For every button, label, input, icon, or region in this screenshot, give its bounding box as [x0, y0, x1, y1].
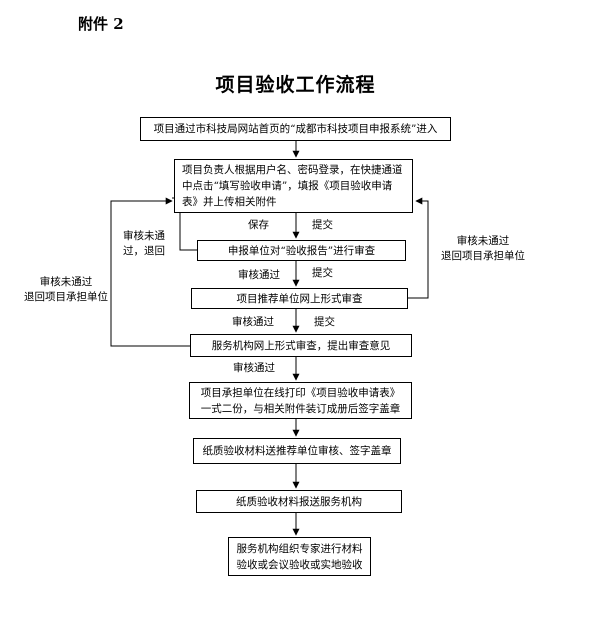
step-expert-acceptance-line2: 验收或会议验收或实地验收	[236, 558, 363, 571]
label-reject-right-line1: 审核未通过	[456, 235, 510, 247]
step-enter-system-text: 项目通过市科技局网站首页的“成都市科技项目申报系统”进入	[153, 123, 438, 135]
step-fill-application-line1: 项目负责人根据用户名、密码登录，在快捷通道	[182, 164, 403, 176]
step-expert-acceptance: 服务机构组织专家进行材料 验收或会议验收或实地验收	[228, 537, 371, 576]
step-recommend-unit-review-text: 项目推荐单位网上形式审查	[236, 292, 363, 305]
step-unit-review-report: 申报单位对“验收报告”进行审查	[197, 240, 406, 261]
return-b5-b2	[110, 197, 190, 347]
step-paper-to-recommend-unit: 纸质验收材料送推荐单位审核、签字盖章	[193, 438, 401, 464]
label-save: 保存	[248, 219, 269, 231]
step-unit-review-report-text: 申报单位对“验收报告”进行审查	[227, 244, 376, 257]
label-reject-left: 审核未通 过，退回	[123, 229, 165, 259]
label-submit-3: 提交	[314, 316, 335, 328]
step-paper-to-recommend-unit-text: 纸质验收材料送推荐单位审核、签字盖章	[202, 445, 392, 457]
step-fill-application-line3: 表》并上传相关附件	[182, 196, 277, 208]
step-print-application: 项目承担单位在线打印《项目验收申请表》 一式二份，与相关附件装订成册后签字盖章	[189, 382, 412, 419]
step-expert-acceptance-line1: 服务机构组织专家进行材料	[236, 542, 363, 555]
step-service-agency-review-text: 服务机构网上形式审查，提出审查意见	[211, 339, 391, 352]
step-print-application-line2: 一式二份，与相关附件装订成册后签字盖章	[200, 402, 401, 415]
label-reject-left-line1: 审核未通	[123, 230, 165, 242]
step-paper-to-service-agency-text: 纸质验收材料报送服务机构	[236, 495, 362, 508]
return-b4-b2	[408, 197, 429, 299]
step-enter-system: 项目通过市科技局网站首页的“成都市科技项目申报系统”进入	[140, 117, 451, 141]
attachment-label: 附件 2	[78, 15, 124, 33]
label-reject-far-left-line1: 审核未通过	[39, 276, 93, 288]
label-reject-far-left: 审核未通过 退回项目承担单位	[24, 275, 108, 305]
step-fill-application: 项目负责人根据用户名、密码登录，在快捷通道 中点击“填写验收申请”，填报《项目验…	[174, 159, 413, 213]
step-recommend-unit-review: 项目推荐单位网上形式审查	[191, 288, 408, 309]
label-pass-1: 审核通过	[238, 269, 280, 281]
step-paper-to-service-agency: 纸质验收材料报送服务机构	[196, 490, 402, 513]
label-pass-3: 审核通过	[233, 362, 275, 374]
step-fill-application-line2: 中点击“填写验收申请”，填报《项目验收申请	[182, 180, 393, 192]
label-reject-left-line2: 过，退回	[123, 245, 165, 257]
page-title: 项目验收工作流程	[215, 74, 376, 96]
label-submit-1: 提交	[312, 219, 333, 231]
step-service-agency-review: 服务机构网上形式审查，提出审查意见	[190, 334, 412, 357]
label-reject-far-left-line2: 退回项目承担单位	[24, 291, 108, 303]
step-print-application-line1: 项目承担单位在线打印《项目验收申请表》	[200, 386, 401, 399]
label-submit-2: 提交	[312, 267, 333, 279]
label-reject-right-line2: 退回项目承担单位	[441, 250, 525, 262]
label-reject-right: 审核未通过 退回项目承担单位	[441, 234, 525, 264]
label-pass-2: 审核通过	[232, 316, 274, 328]
